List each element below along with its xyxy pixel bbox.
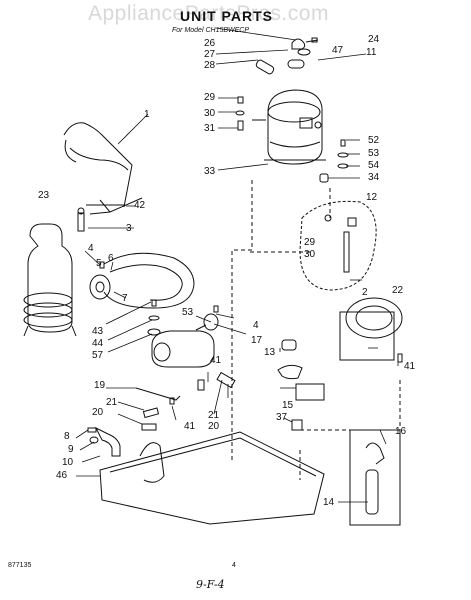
callout-19: 19 — [94, 380, 106, 391]
callout-57: 57 — [92, 350, 104, 361]
model-subtitle: For Model CH15BWECP — [172, 27, 250, 34]
detail-14-16 — [349, 429, 401, 526]
pulley-and-belt — [89, 252, 195, 309]
callout-20: 20 — [92, 407, 104, 418]
callout-53-motor: 53 — [182, 307, 194, 318]
callout-47: 47 — [332, 45, 344, 56]
callout-30-detail: 30 — [304, 249, 316, 260]
handwritten-note: 9-F-4 — [196, 578, 225, 591]
callout-29-detail: 29 — [304, 237, 316, 248]
callout-54: 54 — [368, 160, 380, 171]
detail-2-dashed — [299, 200, 377, 291]
callout-6: 6 — [108, 253, 114, 264]
callout-42: 42 — [134, 200, 146, 211]
dashed-connection-lines — [231, 180, 401, 480]
callout-20-right: 20 — [208, 421, 220, 432]
callout-46: 46 — [56, 470, 68, 481]
callout-16: 16 — [395, 426, 407, 437]
callout-4: 4 — [88, 243, 94, 254]
callout-53: 53 — [368, 148, 380, 159]
mount-fasteners — [235, 96, 245, 131]
switch-assembly — [277, 339, 325, 431]
capillary-tubing — [63, 122, 143, 215]
motor-fasteners-left — [147, 299, 161, 336]
callout-41-motor: 41 — [210, 355, 222, 366]
callout-30: 30 — [204, 108, 216, 119]
callout-3: 3 — [126, 223, 132, 234]
callout-27: 27 — [204, 49, 216, 60]
callout-8: 8 — [64, 431, 70, 442]
callout-21-right: 21 — [208, 410, 220, 421]
callout-28: 28 — [204, 60, 216, 71]
callout-11: 11 — [366, 47, 377, 58]
watermark: AppliancePartsPros.com — [88, 2, 329, 25]
mounting-brackets — [135, 371, 236, 431]
page-number: 4 — [232, 562, 236, 569]
callout-34: 34 — [368, 172, 380, 183]
callout-26: 26 — [204, 38, 216, 49]
callout-7: 7 — [122, 293, 128, 304]
diagram-title: UNIT PARTS — [180, 8, 273, 24]
callout-leaders — [75, 27, 399, 503]
callout-37: 37 — [276, 412, 288, 423]
callout-17: 17 — [251, 335, 263, 346]
callout-12: 12 — [366, 192, 378, 203]
drive-motor — [151, 305, 219, 368]
callout-21: 21 — [106, 397, 118, 408]
callout-2: 2 — [362, 287, 368, 298]
callout-4-motor: 4 — [253, 320, 259, 331]
probe-assembly — [77, 204, 126, 232]
callout-52: 52 — [368, 135, 380, 146]
callout-23: 23 — [38, 190, 50, 201]
fan-scroll — [339, 297, 403, 363]
callout-43: 43 — [92, 326, 104, 337]
callout-10: 10 — [62, 457, 74, 468]
callout-29: 29 — [204, 92, 216, 103]
callout-31: 31 — [204, 123, 216, 134]
callout-13: 13 — [264, 347, 276, 358]
fan-motor-cylinder — [23, 223, 77, 337]
callout-22: 22 — [392, 285, 404, 296]
document-code: 877135 — [8, 562, 32, 569]
base-pan — [99, 431, 325, 525]
callout-5: 5 — [96, 258, 102, 269]
callout-14: 14 — [323, 497, 335, 508]
drain-pump — [87, 426, 121, 457]
callout-1: 1 — [144, 109, 150, 120]
callout-33: 33 — [204, 166, 216, 177]
top-small-parts — [255, 37, 319, 75]
right-fasteners — [319, 139, 349, 183]
compressor — [252, 89, 326, 165]
callout-41-scroll: 41 — [404, 361, 416, 372]
callout-41-bracket: 41 — [184, 421, 196, 432]
callout-15: 15 — [282, 400, 294, 411]
callout-9: 9 — [68, 444, 74, 455]
callout-24: 24 — [368, 34, 380, 45]
callout-44: 44 — [92, 338, 104, 349]
